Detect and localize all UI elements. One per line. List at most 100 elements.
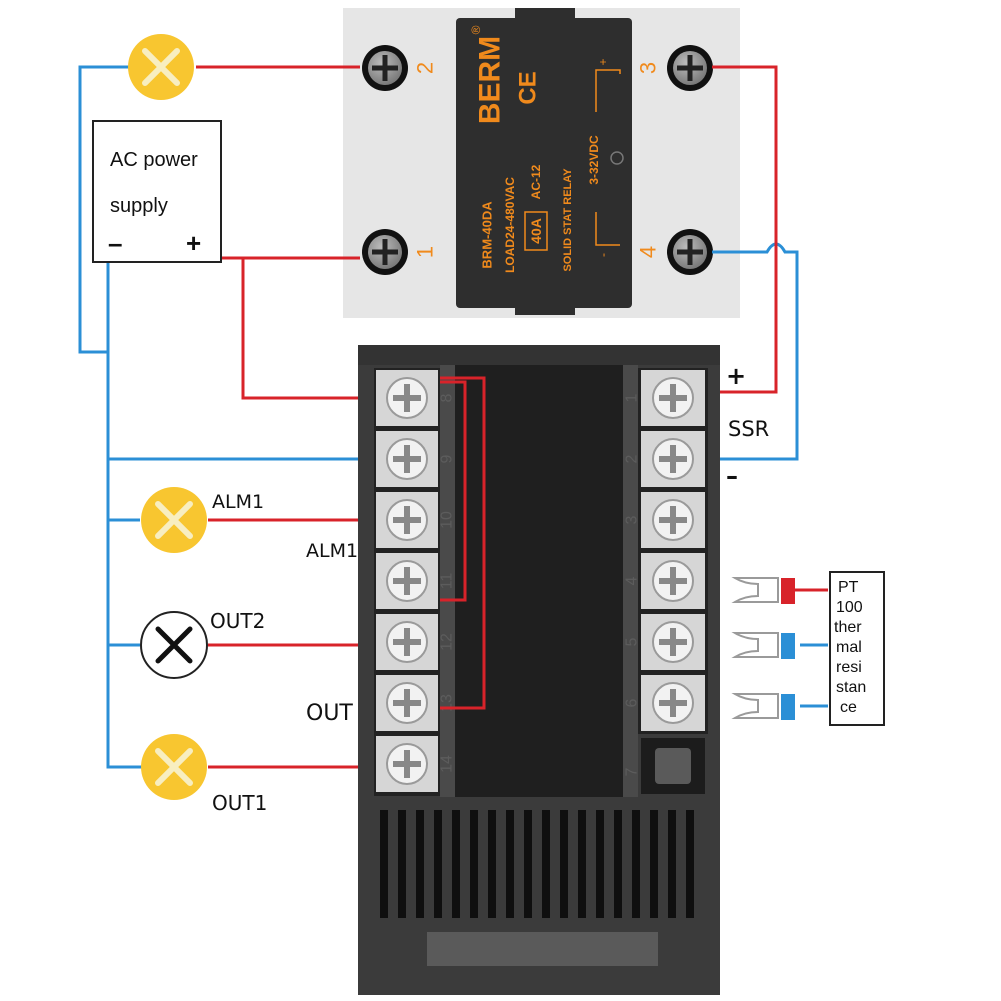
controller-terminal-2[interactable]: [641, 431, 705, 487]
pt100-label-line-2: 100: [836, 599, 863, 616]
terminal-number-3: 3: [624, 515, 641, 524]
right-terminal-block: [638, 368, 708, 794]
controller-bottom-bar: [427, 932, 658, 966]
ssr-control-voltage: 3-32VDC: [587, 135, 601, 185]
blue-wire-sensor-lower: [800, 643, 828, 708]
terminal-number-2: 2: [624, 454, 641, 463]
lamp-top: [128, 34, 194, 100]
controller-terminal-10[interactable]: [376, 492, 438, 548]
wires: [78, 65, 828, 769]
controller-terminal-4[interactable]: [641, 553, 705, 609]
ssr-label-tab-bottom: [515, 305, 575, 315]
label-ssr: SSR: [728, 417, 769, 441]
circuit-labels: ALM1 ALM1 OUT2 OUT OUT1 + SSR –: [210, 362, 769, 815]
controller-terminal-5[interactable]: [641, 614, 705, 670]
controller-terminal-3[interactable]: [641, 492, 705, 548]
ac-power-supply: AC power supply – +: [92, 120, 222, 263]
label-ssr-plus: +: [726, 362, 746, 390]
red-wire-to-terminal-8: [241, 258, 358, 400]
ssr-module: 2 1 3 4 BERM ® CE BRM-40DA LOAD24-480VAC…: [343, 8, 740, 318]
pt100-label-line-7: ce: [840, 699, 857, 716]
terminal-number-8: 8: [439, 393, 456, 402]
terminal-number-12: 12: [439, 633, 456, 651]
blue-wire-main: [78, 65, 150, 769]
lamp-alm1: [141, 487, 207, 553]
ssr-registered-mark: ®: [469, 25, 483, 34]
ssr-plus-mark: +: [596, 58, 610, 65]
pt100-label-line-5: resi: [836, 659, 862, 676]
controller-vents: [380, 810, 694, 918]
pt100-label-line-1: PT: [838, 579, 859, 596]
left-terminal-block: [374, 368, 440, 796]
pt100-label: PT 100 ther mal resi stan ce: [834, 579, 866, 716]
controller-terminal-9[interactable]: [376, 431, 438, 487]
terminal-number-10: 10: [439, 511, 456, 529]
ssr-minus-mark: -: [596, 253, 610, 257]
controller-terminal-8[interactable]: [376, 370, 438, 426]
terminal-number-14: 14: [439, 755, 456, 773]
label-alm1-terminal: ALM1: [306, 540, 358, 562]
label-out2: OUT2: [210, 609, 265, 633]
pt100-label-line-6: stan: [836, 679, 866, 696]
red-jumper-outer: [440, 376, 486, 710]
ssr-control-bracket-bottom: [595, 212, 620, 246]
blue-wire-ssr-minus: [712, 242, 799, 461]
ssr-model: BRM-40DA: [480, 201, 495, 269]
temperature-controller: 8 9 10 11 12 13 14: [358, 345, 720, 995]
controller-right-strip: [623, 365, 638, 797]
terminal-number-6: 6: [624, 698, 641, 707]
red-jumper-inner: [440, 380, 467, 602]
label-out: OUT: [306, 701, 353, 726]
controller-center-recess: [455, 365, 623, 797]
ssr-label-tab-top: [515, 8, 575, 20]
ssr-control-bracket-top: [595, 69, 621, 112]
ssr-current-box: [524, 211, 548, 251]
ssr-terminal-4[interactable]: [667, 229, 713, 275]
terminal-number-4: 4: [624, 576, 641, 585]
power-supply-box: [92, 120, 222, 263]
ssr-terminal-number-4: 4: [636, 246, 661, 258]
pt100-sensor: PT 100 ther mal resi stan ce: [731, 571, 885, 726]
ssr-ac-class: AC-12: [529, 164, 543, 199]
controller-terminal-14[interactable]: [376, 736, 438, 792]
lamp-out2: [140, 611, 208, 679]
pt100-label-line-3: ther: [834, 619, 862, 636]
terminal-number-1: 1: [624, 393, 641, 402]
ssr-brand: BERM: [474, 36, 507, 124]
terminal-number-7: 7: [624, 767, 641, 776]
red-wire-ssr3-to-plus: [712, 65, 778, 394]
ssr-ce-mark: CE: [515, 71, 542, 104]
ssr-current: 40A: [528, 218, 544, 244]
power-supply-label-line2: supply: [110, 195, 168, 217]
ssr-label-block: [456, 18, 632, 308]
pt100-sensor-box: [829, 571, 885, 726]
ssr-terminal-1[interactable]: [362, 229, 408, 275]
ssr-type: SOLID STAT RELAY: [562, 168, 574, 272]
fork-lug-middle: [731, 632, 795, 659]
controller-terminal-13[interactable]: [376, 675, 438, 731]
controller-left-strip: [440, 365, 455, 797]
controller-terminal-7-button[interactable]: [641, 738, 705, 794]
fork-lug-lower: [731, 693, 795, 720]
controller-terminal-12[interactable]: [376, 614, 438, 670]
label-out1: OUT1: [212, 791, 267, 815]
ssr-terminal-3[interactable]: [667, 45, 713, 91]
power-supply-plus: +: [186, 228, 201, 258]
label-alm1-lamp: ALM1: [212, 491, 264, 513]
controller-terminal-1[interactable]: [641, 370, 705, 426]
power-supply-minus: –: [108, 228, 122, 258]
ssr-load: LOAD24-480VAC: [503, 177, 517, 273]
label-ssr-minus: –: [726, 462, 738, 490]
pt100-label-line-4: mal: [836, 639, 862, 656]
lamp-out1: [141, 734, 207, 800]
fork-lug-upper: [731, 577, 795, 604]
terminal-number-5: 5: [624, 637, 641, 646]
controller-terminal-11[interactable]: [376, 553, 438, 609]
terminal-number-11: 11: [439, 573, 456, 590]
controller-terminal-6[interactable]: [641, 675, 705, 731]
right-terminal-numbers: 1 2 3 4 5 6 7: [624, 393, 641, 776]
ssr-indicator-led: [610, 151, 624, 165]
ssr-terminal-number-3: 3: [636, 62, 661, 74]
ssr-terminal-2[interactable]: [362, 45, 408, 91]
